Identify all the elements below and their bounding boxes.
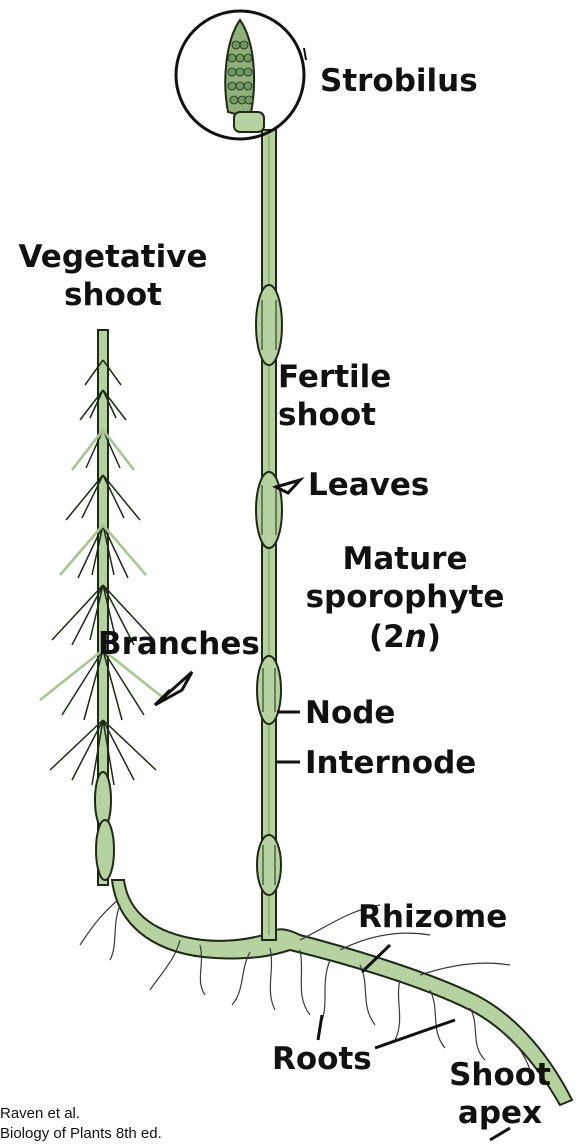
label-node: Node [305,694,395,732]
node-swelling-2 [256,472,282,548]
node-swelling-1 [256,285,282,365]
ploidy-n: n [405,619,427,655]
credit-line-2: Biology of Plants 8th ed. [0,1124,162,1144]
label-rhizome: Rhizome [358,898,507,936]
label-branches: Branches [98,625,260,663]
ploidy-close: ) [427,619,441,655]
label-internode: Internode [305,744,476,782]
label-mature-sporophyte: Mature sporophyte [290,540,520,616]
credit-line-1: Raven et al. [0,1104,80,1124]
node-swelling-3 [257,656,281,724]
label-ploidy: (2n) [290,618,520,656]
node-swelling-4 [257,835,281,895]
ploidy-open: (2 [369,619,405,655]
label-fertile-shoot: Fertile shoot [278,358,391,434]
label-shoot-apex: Shoot apex [430,1056,570,1132]
label-leaves: Leaves [308,466,429,504]
label-strobilus: Strobilus [320,62,478,100]
label-roots: Roots [272,1040,372,1078]
label-vegetative-shoot: Vegetative shoot [8,238,218,314]
